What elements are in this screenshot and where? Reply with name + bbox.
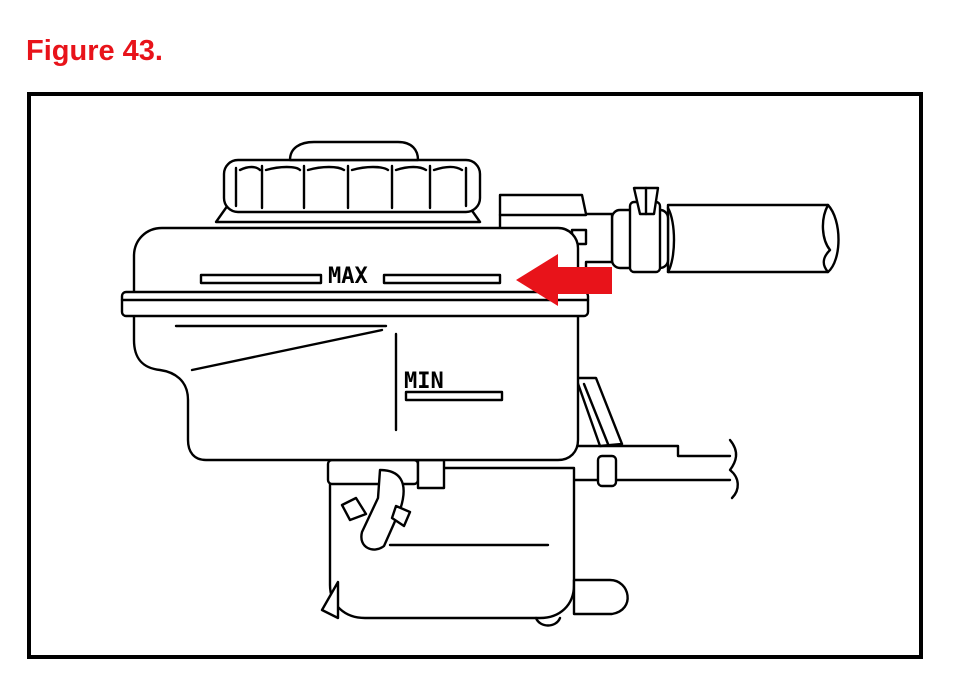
left-arrow-icon (516, 254, 612, 306)
max-label: MAX (328, 264, 368, 289)
max-level-marking: MAX (199, 264, 502, 289)
upper-hose (666, 203, 840, 274)
min-label: MIN (404, 369, 444, 394)
lower-fittings (326, 458, 446, 551)
figure-title: Figure 43. (26, 35, 163, 67)
hose-clamp (610, 186, 670, 274)
reservoir-body (120, 226, 590, 462)
filler-cap (214, 140, 482, 224)
lower-brake-line (448, 376, 739, 500)
min-level-marking: MIN (404, 369, 504, 402)
